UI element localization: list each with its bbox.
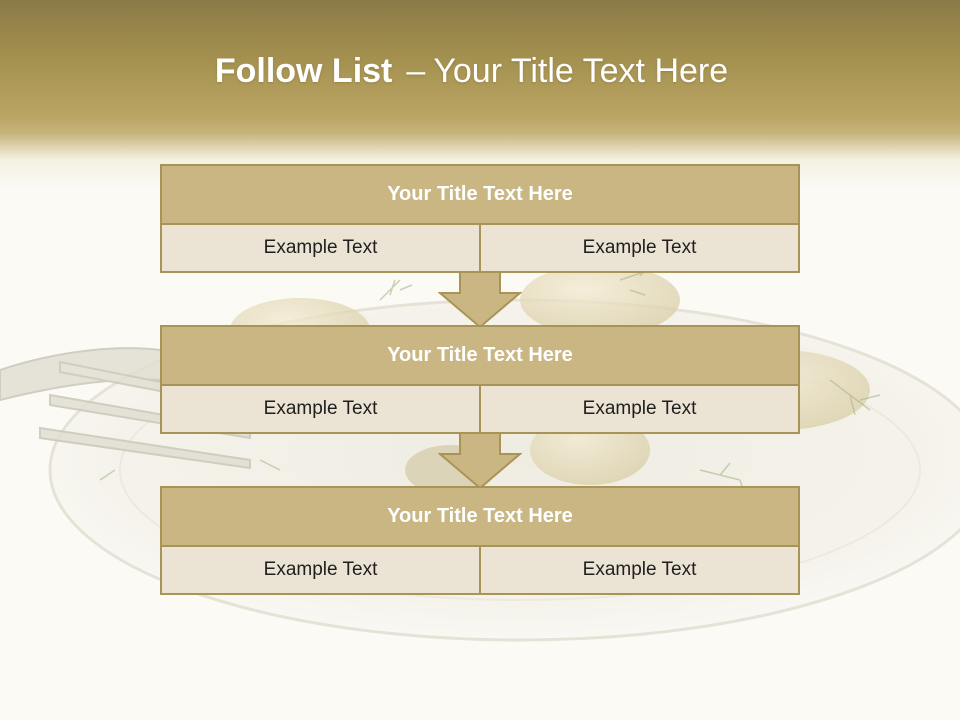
dill-sprigs	[99, 263, 881, 496]
block-cell-right[interactable]: Example Text	[479, 547, 798, 593]
block-cell-left[interactable]: Example Text	[263, 398, 378, 419]
block-cell-left[interactable]: Example Text	[263, 559, 378, 580]
header-band	[0, 0, 960, 190]
block-cell-right[interactable]: Example Text	[479, 225, 798, 271]
block-title[interactable]: Your Title Text Here	[162, 166, 798, 225]
flow-block-3: Your Title Text Here Example Text Exampl…	[160, 486, 800, 595]
block-row: Example Text Example Text	[162, 547, 798, 593]
slide-title: Follow List–Your Title Text Here	[0, 52, 943, 91]
slide-title-bold: Follow List	[214, 52, 393, 90]
block-row: Example Text Example Text	[162, 386, 798, 432]
block-row: Example Text Example Text	[162, 225, 798, 271]
block-title[interactable]: Your Title Text Here	[162, 488, 798, 547]
block-cell-right[interactable]: Example Text	[479, 386, 798, 432]
flow-block-2: Your Title Text Here Example Text Exampl…	[160, 325, 800, 434]
slide-title-dash: –	[406, 52, 426, 90]
down-arrow-icon	[438, 432, 522, 490]
block-cell-left[interactable]: Example Text	[263, 237, 378, 258]
block-title[interactable]: Your Title Text Here	[162, 327, 798, 386]
down-arrow-icon	[438, 271, 522, 329]
flow-block-1: Your Title Text Here Example Text Exampl…	[160, 164, 800, 273]
slide-title-rest: Your Title Text Here	[433, 52, 729, 90]
